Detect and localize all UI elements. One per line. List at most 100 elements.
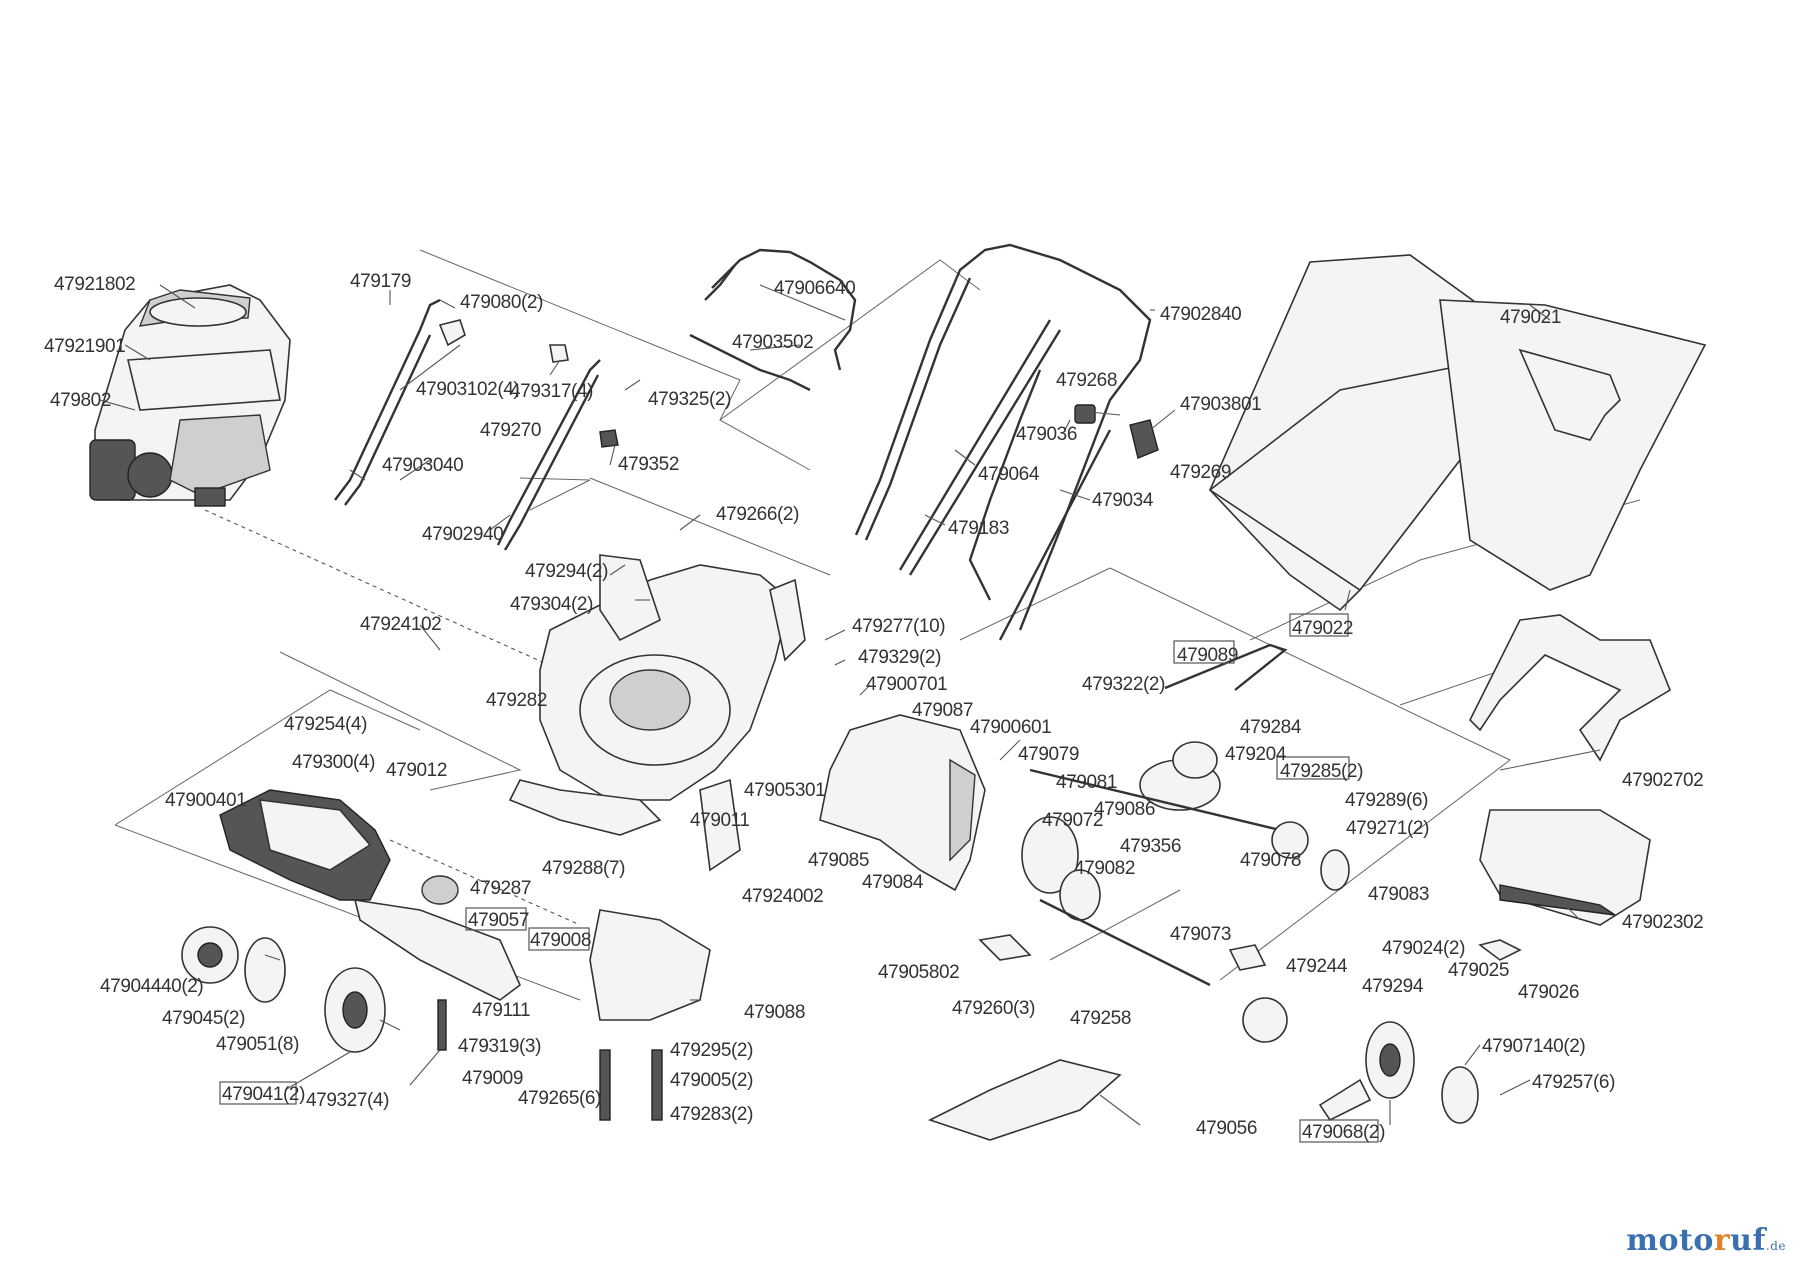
part-label: 479011 [690, 810, 750, 831]
part-label: 479084 [862, 872, 924, 893]
brand-part: moto [1626, 1223, 1714, 1258]
part-label: 47924002 [742, 886, 823, 907]
part-label: 479270 [480, 420, 541, 441]
part-label: 479356 [1120, 836, 1181, 857]
brand-tld: .de [1765, 1239, 1786, 1253]
part-label: 479026 [1518, 982, 1579, 1003]
part-label: 47903040 [382, 455, 463, 476]
part-label: 479329(2) [858, 647, 941, 668]
rear-cover [1479, 809, 1651, 926]
grass-bag [1208, 254, 1707, 762]
part-label: 479352 [618, 454, 679, 475]
brand-logo: motoruf.de [1626, 1223, 1786, 1258]
part-label: 479266(2) [716, 504, 799, 525]
part-label: 479087 [912, 700, 973, 721]
brand-part: r [1713, 1223, 1731, 1258]
part-label: 479005(2) [670, 1070, 753, 1091]
part-label: 479322(2) [1082, 674, 1165, 695]
part-labels: 47921802 47921901 479802 479179 479080(2… [44, 271, 1704, 1143]
part-label: 479295(2) [670, 1040, 753, 1061]
part-label: 479051(8) [216, 1034, 299, 1055]
part-label: 479056 [1196, 1118, 1257, 1139]
part-label: 479285(2) [1280, 761, 1363, 782]
part-label: 479317(4) [510, 381, 593, 402]
part-label: 479045(2) [162, 1008, 245, 1029]
part-label: 47902302 [1622, 912, 1703, 933]
part-label: 479022 [1292, 618, 1353, 639]
part-label: 479073 [1170, 924, 1231, 945]
part-label: 479012 [386, 760, 447, 781]
label-boxes [219, 613, 1379, 1143]
part-label: 479294(2) [525, 561, 608, 582]
part-label: 47904440(2) [100, 976, 203, 997]
part-label: 47907140(2) [1482, 1036, 1585, 1057]
part-label: 479282 [486, 690, 547, 711]
part-label: 479009 [462, 1068, 523, 1089]
part-label: 479089 [1177, 645, 1238, 666]
part-label: 47900401 [165, 790, 246, 811]
part-label: 479021 [1500, 307, 1561, 328]
part-label: 479081 [1056, 772, 1117, 793]
part-label: 47921901 [44, 336, 125, 357]
part-label: 479260(3) [952, 998, 1035, 1019]
part-label: 479204 [1225, 744, 1287, 765]
part-label: 479269 [1170, 462, 1231, 483]
brand-part: uf [1730, 1223, 1766, 1258]
part-label: 479085 [808, 850, 869, 871]
part-label: 479057 [468, 910, 529, 931]
part-label: 479258 [1070, 1008, 1131, 1029]
part-label: 47921802 [54, 274, 135, 295]
part-label: 479244 [1286, 956, 1348, 977]
part-label: 479083 [1368, 884, 1429, 905]
part-label: 479179 [350, 271, 411, 292]
part-label: 479008 [530, 930, 591, 951]
part-label: 479068(2) [1302, 1122, 1385, 1143]
part-label: 479327(4) [306, 1090, 389, 1111]
part-label: 479265(6) [518, 1088, 601, 1109]
part-label: 47900601 [970, 717, 1051, 738]
part-label: 47902702 [1622, 770, 1703, 791]
part-label: 479289(6) [1345, 790, 1428, 811]
part-label: 479257(6) [1532, 1072, 1615, 1093]
part-label: 479304(2) [510, 594, 593, 615]
part-label: 479802 [50, 390, 111, 411]
part-label: 47905301 [744, 780, 825, 801]
left-assembly [181, 778, 741, 1121]
part-label: 47906640 [774, 278, 855, 299]
part-label: 479283(2) [670, 1104, 753, 1125]
part-label: 479319(3) [458, 1036, 541, 1057]
part-label: 479284 [1240, 717, 1302, 738]
part-label: 479271(2) [1346, 818, 1429, 839]
part-label: 47924102 [360, 614, 441, 635]
part-label: 479082 [1074, 858, 1135, 879]
drive-assembly [819, 643, 1522, 1141]
part-label: 47905802 [878, 962, 959, 983]
part-label: 479024(2) [1382, 938, 1465, 959]
part-label: 479036 [1016, 424, 1077, 445]
part-label: 47903502 [732, 332, 813, 353]
part-label: 479254(4) [284, 714, 367, 735]
part-label: 479325(2) [648, 389, 731, 410]
part-label: 479064 [978, 464, 1040, 485]
part-label: 47903801 [1180, 394, 1261, 415]
part-label: 479111 [472, 1000, 530, 1021]
part-label: 479041(2) [222, 1084, 305, 1105]
part-label: 47902940 [422, 524, 503, 545]
part-label: 47900701 [866, 674, 947, 695]
part-label: 479287 [470, 878, 531, 899]
part-label: 479268 [1056, 370, 1117, 391]
part-label: 47903102(4) [416, 379, 519, 400]
part-label: 479294 [1362, 976, 1424, 997]
part-label: 479288(7) [542, 858, 625, 879]
part-label: 479183 [948, 518, 1009, 539]
part-label: 479080(2) [460, 292, 543, 313]
part-label: 479088 [744, 1002, 805, 1023]
assembly-frames [114, 249, 1641, 1001]
part-label: 479079 [1018, 744, 1079, 765]
mower-deck [508, 554, 806, 836]
part-label: 479277(10) [852, 616, 945, 637]
engine [89, 284, 291, 507]
part-label: 479072 [1042, 810, 1103, 831]
part-label: 479034 [1092, 490, 1154, 511]
